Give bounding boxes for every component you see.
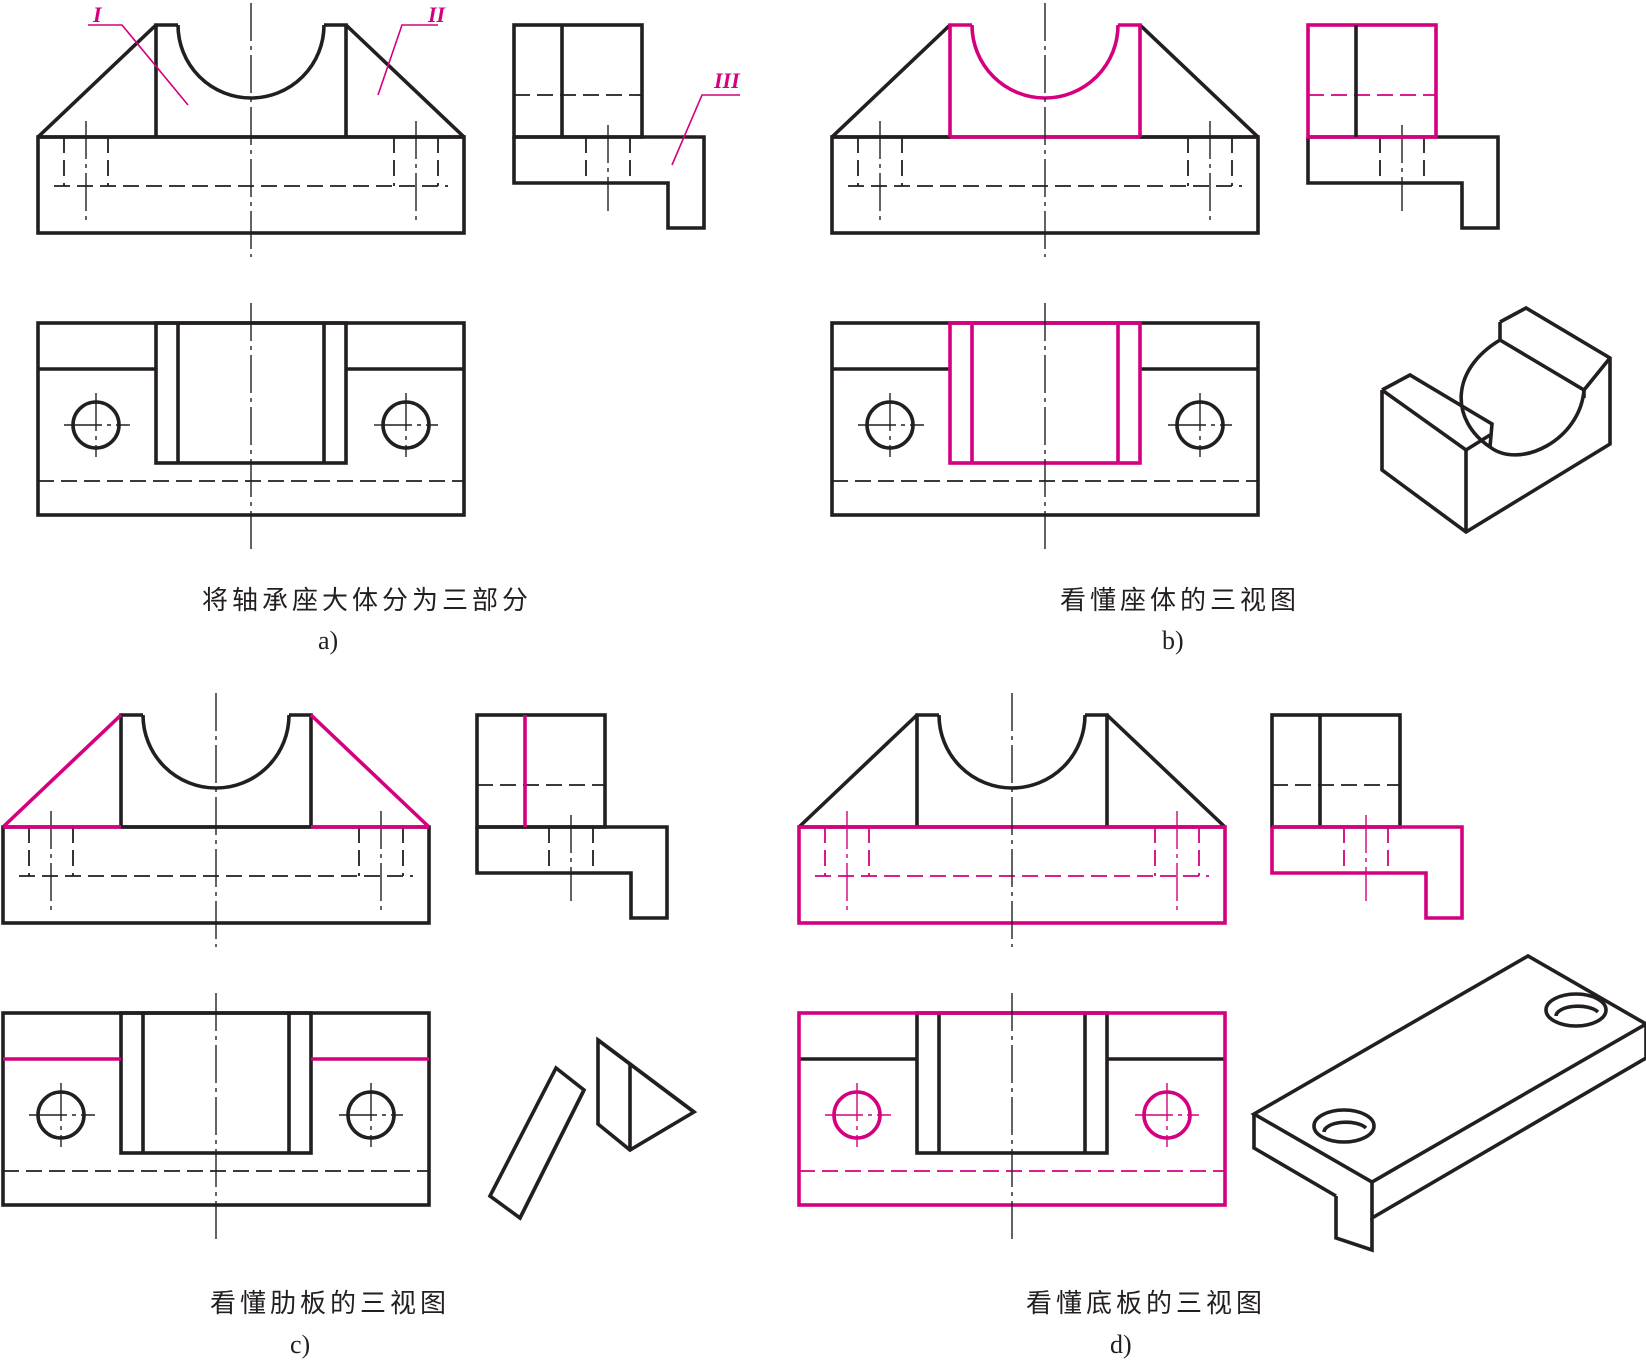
part-label-ii: II <box>428 2 446 27</box>
panel-c-side-view <box>477 715 667 918</box>
part-label-i: I <box>93 2 102 27</box>
panel-c-drawing <box>3 692 698 1244</box>
panel-b-seat-isometric <box>1380 305 1612 535</box>
panel-c-rib-isometric <box>487 1036 698 1221</box>
panel-b-drawing <box>832 2 1612 554</box>
caption-a-letter: a) <box>318 626 339 655</box>
panel-b-front-view <box>832 2 1258 258</box>
panel-b-side-view <box>1308 25 1498 228</box>
caption-d-letter: d) <box>1110 1330 1132 1359</box>
panel-a-drawing <box>38 2 740 554</box>
panel-b-top-view <box>832 302 1258 554</box>
caption-b: 看懂座体的三视图 <box>1060 586 1301 616</box>
caption-b-letter: b) <box>1162 626 1184 655</box>
part-label-iii: III <box>714 68 740 93</box>
panel-a-side-view <box>514 25 740 228</box>
panel-c-front-view <box>3 692 429 948</box>
panel-d-front-view <box>799 692 1225 948</box>
panel-d-drawing <box>799 692 1646 1253</box>
caption-c-letter: c) <box>290 1330 311 1359</box>
caption-d: 看懂底板的三视图 <box>1026 1289 1267 1319</box>
caption-a: 将轴承座大体分为三部分 <box>202 586 533 616</box>
panel-d-side-view <box>1272 715 1462 918</box>
panel-a-top-view <box>38 302 464 554</box>
panel-d-base-isometric <box>1250 953 1646 1253</box>
panel-c-top-view <box>3 992 429 1244</box>
panel-a-front-view <box>38 2 464 258</box>
caption-c: 看懂肋板的三视图 <box>210 1289 451 1319</box>
panel-d-top-view <box>799 992 1225 1244</box>
